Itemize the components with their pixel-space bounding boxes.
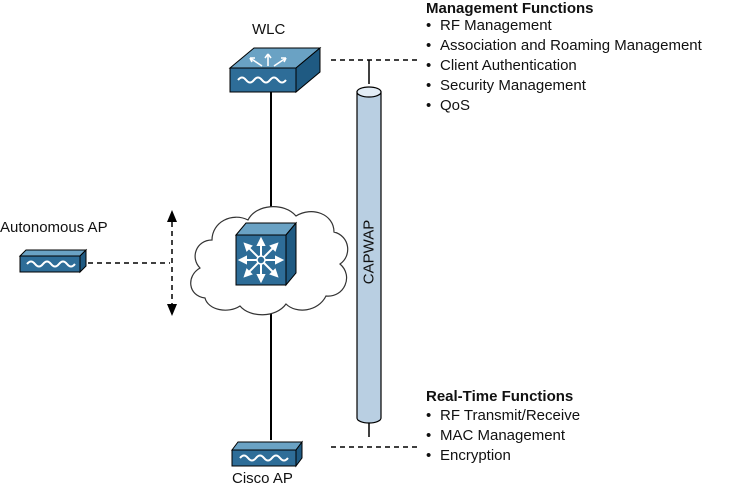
capwap-label: CAPWAP	[360, 219, 378, 285]
capwap-tunnel	[356, 60, 382, 437]
list-item: Association and Roaming Management	[426, 36, 702, 56]
wlc-device-icon	[228, 46, 322, 94]
cisco-ap-label: Cisco AP	[232, 470, 293, 487]
list-item: MAC Management	[426, 426, 580, 446]
autonomous-ap-label: Autonomous AP	[0, 219, 108, 236]
list-item: RF Management	[426, 16, 702, 36]
autonomous-ap-icon	[18, 248, 88, 274]
roaming-double-arrow	[167, 210, 177, 316]
list-item: Security Management	[426, 76, 702, 96]
wlc-label: WLC	[252, 21, 286, 38]
management-functions-heading: Management Functions	[426, 0, 594, 17]
realtime-functions-heading: Real-Time Functions	[426, 388, 574, 405]
realtime-functions-list: RF Transmit/Receive MAC Management Encry…	[426, 406, 580, 466]
list-item: Encryption	[426, 446, 580, 466]
cisco-ap-icon	[231, 440, 303, 468]
multilayer-switch-icon	[234, 221, 298, 287]
management-functions-list: RF Management Association and Roaming Ma…	[426, 16, 702, 116]
list-item: QoS	[426, 96, 702, 116]
list-item: RF Transmit/Receive	[426, 406, 580, 426]
list-item: Client Authentication	[426, 56, 702, 76]
